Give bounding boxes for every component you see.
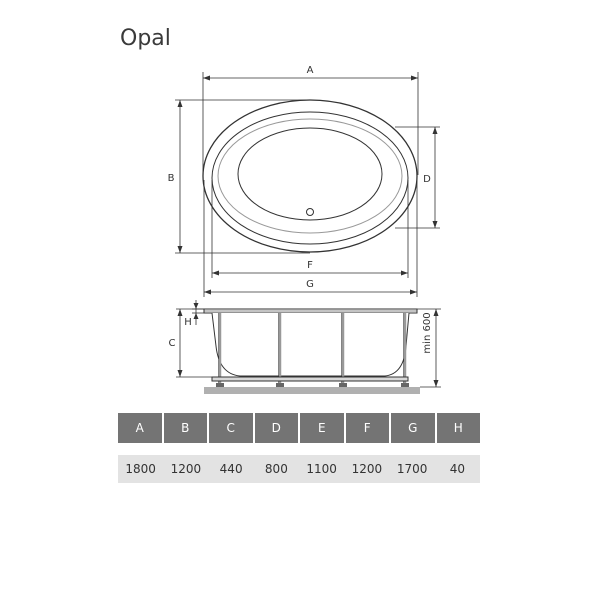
dimension-lines <box>175 72 440 297</box>
tub-inner-rim <box>211 111 409 245</box>
value-cell-h: 40 <box>449 462 466 476</box>
side-dimension-arrows <box>177 303 439 387</box>
product-title: Opal <box>120 26 171 51</box>
dim-label-b: B <box>168 173 175 184</box>
value-cell-g: 1700 <box>396 462 428 476</box>
frame-feet <box>216 383 409 387</box>
top-view <box>202 99 418 253</box>
header-cell-h: H <box>453 421 463 435</box>
header-cell-d: D <box>255 413 300 443</box>
dim-label-g: G <box>306 279 314 290</box>
frame-legs <box>218 313 407 384</box>
dim-label-d: D <box>423 174 431 185</box>
header-cell-e: E <box>300 413 346 443</box>
dim-label-c: C <box>169 338 176 349</box>
tub-basin-edge <box>217 118 403 234</box>
value-cell-c: 440 <box>219 462 243 476</box>
value-cell-e: 1100 <box>306 462 337 476</box>
header-cell-f: F <box>346 413 391 443</box>
header-cell-a: A <box>118 413 164 443</box>
tub-body-profile <box>211 312 410 377</box>
value-cell-d: 800 <box>264 462 288 476</box>
side-view <box>203 308 418 387</box>
dim-label-a: A <box>307 65 314 76</box>
floor <box>204 387 420 394</box>
dimension-arrows <box>177 75 438 295</box>
value-cell-b: 1200 <box>170 462 202 476</box>
value-cell-a: 1800 <box>125 462 156 476</box>
frame-legs-edge <box>218 313 405 384</box>
dim-label-f: F <box>307 260 313 271</box>
tub-outer-rim <box>202 99 418 253</box>
dimension-table-values: 1800 1200 440 800 1100 1200 1700 40 <box>118 455 480 483</box>
drain-icon <box>306 208 314 216</box>
dim-label-h: H <box>184 317 192 328</box>
header-cell-c: C <box>209 413 255 443</box>
frame-rail <box>211 376 409 382</box>
header-cell-b: B <box>164 413 209 443</box>
tub-basin <box>237 127 383 221</box>
value-cell-f: 1200 <box>351 462 383 476</box>
dimension-table-header: A B C D E F G H <box>118 413 480 443</box>
header-cell-g: G <box>391 413 437 443</box>
dim-label-min: min 600 <box>422 312 433 353</box>
